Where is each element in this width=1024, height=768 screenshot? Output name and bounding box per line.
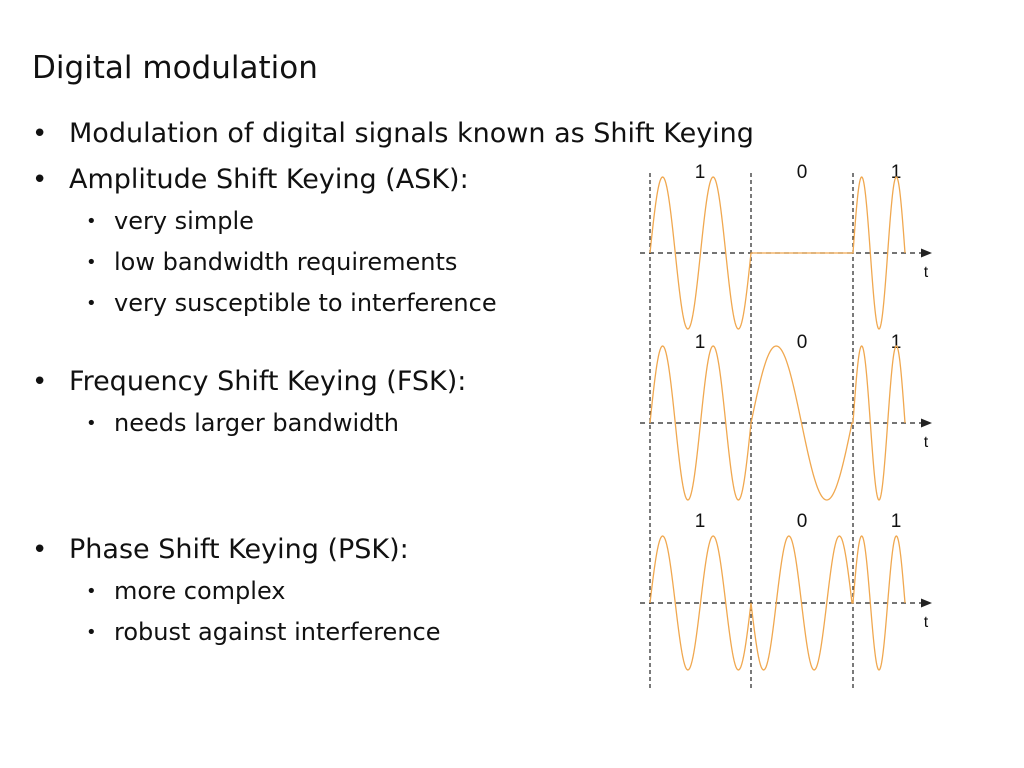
waveform-ask (649, 176, 906, 330)
time-axis-arrow-icon (921, 598, 932, 608)
bullet-intro-text: Modulation of digital signals known as S… (69, 118, 754, 149)
sub-bullet-dot: • (86, 211, 97, 232)
sub-bullet-ask-3: • very susceptible to interference (86, 289, 497, 317)
sub-bullet-dot: • (86, 622, 97, 643)
sub-bullet-text: needs larger bandwidth (114, 409, 399, 437)
waveform-psk (649, 535, 906, 671)
bit-label: 1 (695, 332, 706, 353)
bullet-fsk-text: Frequency Shift Keying (FSK): (69, 366, 467, 397)
time-axis-label: t (924, 434, 929, 451)
bit-label: 0 (797, 332, 808, 353)
sub-bullet-text: more complex (114, 577, 286, 605)
sub-bullet-dot: • (86, 581, 97, 602)
bullet-dot: • (32, 165, 48, 195)
bit-label: 1 (695, 162, 706, 183)
bullet-ask-text: Amplitude Shift Keying (ASK): (69, 164, 469, 195)
time-axis-arrow-icon (921, 418, 932, 428)
sub-bullet-psk-1: • more complex (86, 577, 286, 605)
sub-bullet-text: very simple (114, 207, 254, 235)
sub-bullet-text: low bandwidth requirements (114, 248, 458, 276)
time-axis-arrow-icon (921, 248, 932, 258)
bullet-fsk: • Frequency Shift Keying (FSK): (32, 366, 466, 397)
bit-label: 0 (797, 162, 808, 183)
bullet-dot: • (32, 535, 48, 565)
bit-label: 1 (891, 511, 902, 532)
slide-title: Digital modulation (32, 50, 318, 86)
bullet-intro: • Modulation of digital signals known as … (32, 118, 754, 149)
sub-bullet-dot: • (86, 252, 97, 273)
sub-bullet-dot: • (86, 413, 97, 434)
sub-bullet-dot: • (86, 293, 97, 314)
bit-label: 1 (695, 511, 706, 532)
bullet-ask: • Amplitude Shift Keying (ASK): (32, 164, 469, 195)
sub-bullet-psk-2: • robust against interference (86, 618, 441, 646)
time-axis-label: t (924, 614, 929, 631)
bullet-psk: • Phase Shift Keying (PSK): (32, 534, 409, 565)
sub-bullet-text: very susceptible to interference (114, 289, 497, 317)
bit-label: 1 (891, 162, 902, 183)
bit-label: 1 (891, 332, 902, 353)
time-axis-label: t (924, 264, 929, 281)
sub-bullet-ask-2: • low bandwidth requirements (86, 248, 457, 276)
bullet-dot: • (32, 119, 48, 149)
bullet-dot: • (32, 367, 48, 397)
bit-label: 0 (797, 511, 808, 532)
sub-bullet-fsk-1: • needs larger bandwidth (86, 409, 399, 437)
waveform-fsk (649, 345, 906, 501)
bullet-psk-text: Phase Shift Keying (PSK): (69, 534, 409, 565)
sub-bullet-text: robust against interference (114, 618, 441, 646)
sub-bullet-ask-1: • very simple (86, 207, 254, 235)
